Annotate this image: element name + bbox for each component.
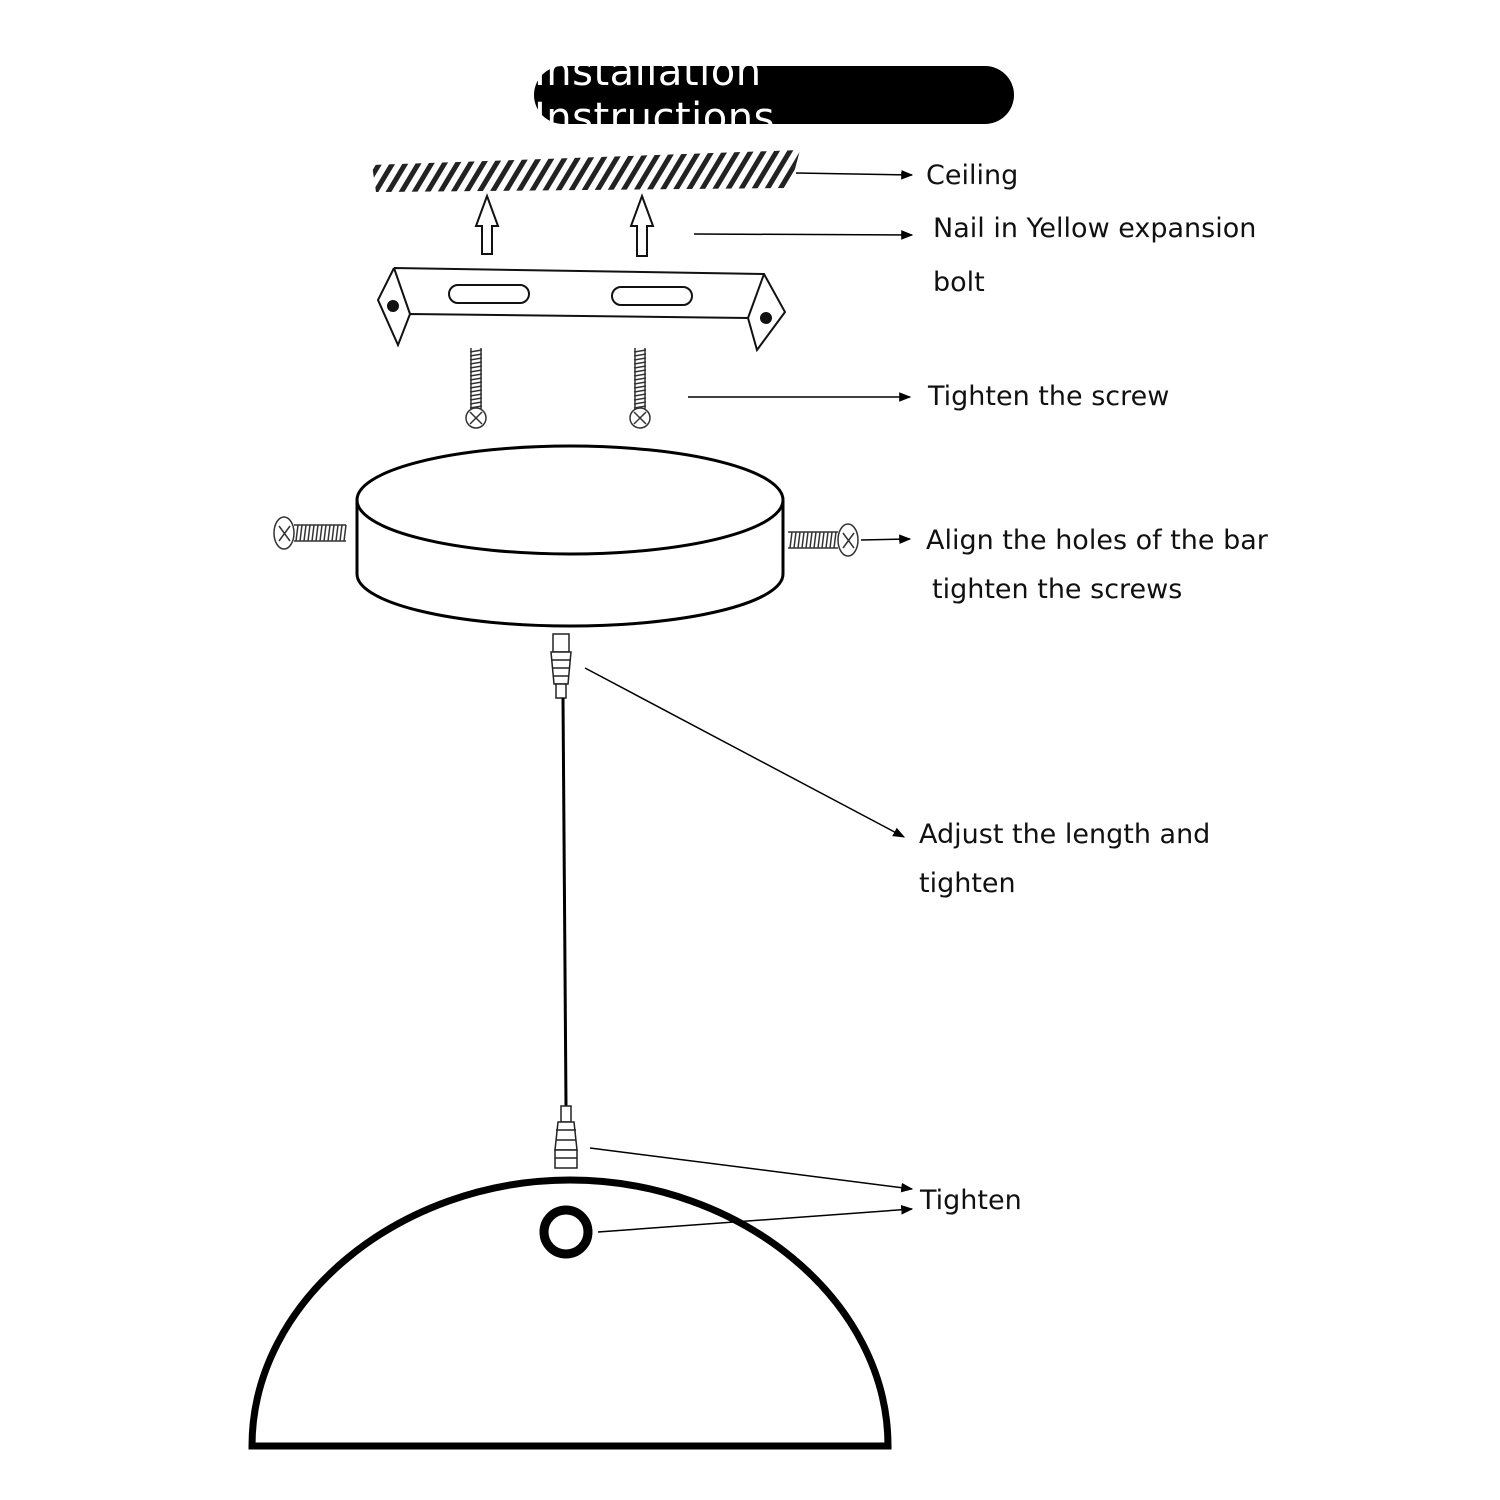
label-adjust-line2: tighten bbox=[919, 868, 1016, 899]
label-screw: Tighten the screw bbox=[928, 381, 1170, 412]
title-banner: Installation Instructions bbox=[534, 49, 1014, 141]
arrow-adjust bbox=[584, 667, 906, 838]
vertical-screw-right-icon bbox=[629, 348, 651, 429]
mounting-bracket bbox=[376, 267, 787, 353]
label-tighten: Tighten bbox=[920, 1185, 1022, 1216]
vertical-screw-left-icon bbox=[465, 348, 487, 429]
side-screw-left-icon bbox=[273, 516, 347, 550]
lamp-shade bbox=[248, 1176, 892, 1450]
arrow-nail bbox=[693, 230, 914, 240]
cable-gripper-top-icon bbox=[550, 633, 572, 699]
page-title: Installation Instructions bbox=[534, 49, 775, 141]
suspension-cable bbox=[561, 697, 568, 1107]
ceiling-hatch bbox=[372, 150, 800, 192]
arrow-align bbox=[860, 534, 912, 545]
canopy-cylinder bbox=[355, 444, 785, 628]
up-arrow-left-icon bbox=[474, 193, 500, 255]
arrow-ceiling bbox=[795, 170, 914, 180]
arrow-tighten-knob bbox=[597, 1205, 914, 1233]
label-adjust-line1: Adjust the length and bbox=[919, 819, 1211, 850]
pointer-arrows bbox=[584, 170, 914, 1233]
cable-gripper-bottom-icon bbox=[554, 1105, 578, 1169]
up-arrow-right-icon bbox=[629, 193, 655, 257]
label-ceiling: Ceiling bbox=[926, 160, 1019, 191]
label-nail-line2: bolt bbox=[933, 267, 985, 298]
label-align-line1: Align the holes of the bar bbox=[926, 525, 1268, 556]
side-screw-right-icon bbox=[788, 523, 859, 557]
label-align-line2: tighten the screws bbox=[932, 574, 1183, 605]
label-nail-line1: Nail in Yellow expansion bbox=[933, 213, 1257, 244]
shade-knob bbox=[539, 1205, 593, 1259]
arrow-tighten-gripper bbox=[589, 1147, 914, 1193]
